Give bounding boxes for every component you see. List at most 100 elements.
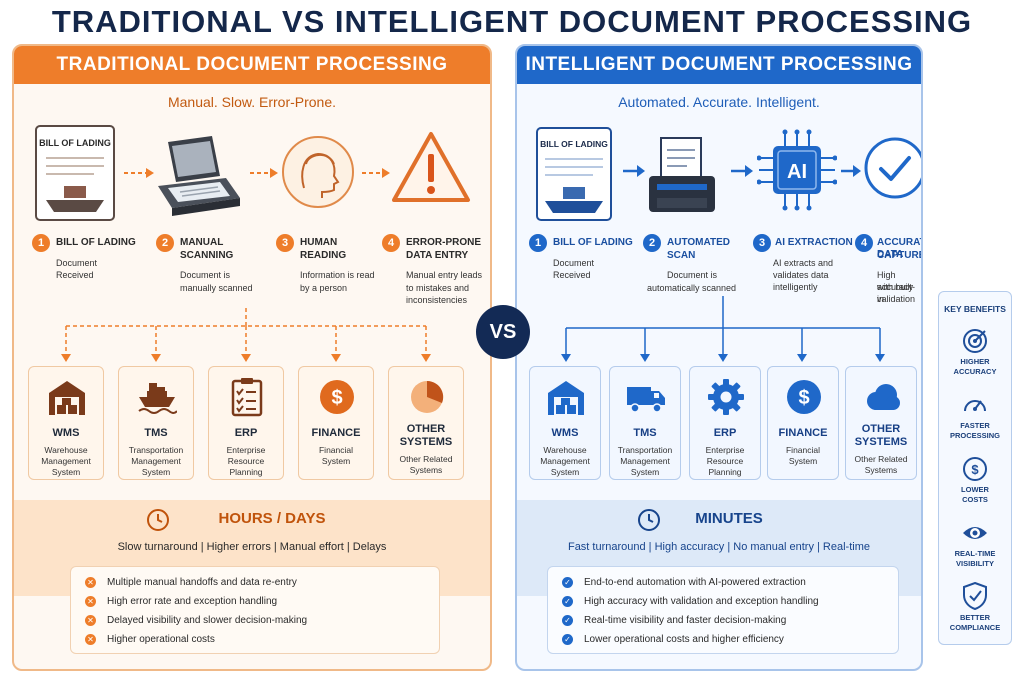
traditional-panel: TRADITIONAL DOCUMENT PROCESSING Manual. … <box>12 44 492 671</box>
step-4-desc-line3: validation <box>877 294 916 304</box>
system-wms: WMS Warehouse Management System <box>28 366 104 480</box>
system-desc-line1: Enterprise <box>705 445 745 455</box>
check-icon: ✓ <box>562 634 573 645</box>
system-desc-line3: System <box>51 467 81 477</box>
check-icon: ✓ <box>562 577 573 588</box>
step-2-number: 2 <box>643 234 661 252</box>
step-2-number: 2 <box>156 234 174 252</box>
step-4-desc-line3: inconsistencies <box>406 295 468 305</box>
list-item-text: Multiple manual handoffs and data re-ent… <box>107 577 297 588</box>
system-desc-line1: Enterprise <box>226 445 266 455</box>
list-item-text: Real-time visibility and faster decision… <box>584 615 787 626</box>
key-benefits-title: KEY BENEFITS <box>944 304 1006 314</box>
list-item-text: Lower operational costs and higher effic… <box>584 634 784 645</box>
dollar-icon: $ <box>787 380 821 414</box>
step-3-desc-line1: AI extracts and <box>773 258 834 268</box>
step-4-desc-line1: High accuracy <box>877 270 914 292</box>
system-name: ERP <box>713 427 737 439</box>
system-desc-line1: Warehouse <box>543 445 587 455</box>
list-item: ✓High accuracy with validation and excep… <box>562 592 888 611</box>
document-title-text: BILL OF LADING <box>39 138 111 148</box>
step-1-desc-line1: Document <box>553 258 595 268</box>
eye-icon <box>963 527 987 539</box>
step-1-title: BILL OF LADING <box>553 237 633 248</box>
list-item-text: End-to-end automation with AI-powered ex… <box>584 577 806 588</box>
intelligent-benefits-list: ✓ End-to-end automation with AI-powered e… <box>547 566 899 654</box>
step-4-number: 4 <box>855 234 873 252</box>
system-desc-line2: Resource <box>706 456 744 466</box>
system-desc-line2: System <box>321 456 351 466</box>
system-name: TMS <box>144 427 168 439</box>
system-name: WMS <box>52 427 80 439</box>
step-3-title: AI EXTRACTION <box>775 237 853 248</box>
system-desc-line1: Other Related <box>399 454 453 464</box>
system-desc-line3: Planning <box>708 467 742 477</box>
list-item: ✕Delayed visibility and slower decision-… <box>85 611 429 630</box>
speedometer-icon <box>964 400 986 412</box>
step-4-title-line1: ERROR-PRONE <box>406 237 482 248</box>
system-name: TMS <box>633 427 657 439</box>
intelligent-tagline: Automated. Accurate. Intelligent. <box>618 94 820 110</box>
system-desc-line1: Transportation <box>617 445 673 455</box>
step-4-title-line2: DATA ENTRY <box>406 250 469 261</box>
system-desc-line1: Warehouse <box>44 445 88 455</box>
system-name: ERP <box>234 427 258 439</box>
system-desc-line2: Management <box>620 456 670 466</box>
ai-chip-label: AI <box>787 161 807 183</box>
warehouse-icon <box>49 381 85 415</box>
check-icon: ✓ <box>562 615 573 626</box>
system-desc-line2: Systems <box>864 465 898 475</box>
step-3-title-line2: READING <box>300 250 347 261</box>
list-item-text: High error rate and exception handling <box>107 596 278 607</box>
step-2-desc-line2: automatically scanned <box>647 283 737 293</box>
system-name: FINANCE <box>778 427 828 439</box>
step-4-number: 4 <box>382 234 400 252</box>
system-name: WMS <box>551 427 579 439</box>
step-4-title-line1: ACCURATE DATA <box>877 237 921 260</box>
system-desc-line3: System <box>630 467 660 477</box>
scanner-icon <box>158 136 240 216</box>
benefit-label-line2: ACCURACY <box>953 367 997 376</box>
intelligent-header: INTELLIGENT DOCUMENT PROCESSING <box>517 46 921 84</box>
clock-icon <box>147 509 169 531</box>
system-name-line1: OTHER <box>406 423 446 435</box>
x-icon: ✕ <box>85 634 96 645</box>
clock-icon <box>638 509 660 531</box>
checkmark-circle-icon <box>864 137 921 199</box>
benefit-label-line2: COSTS <box>962 495 988 504</box>
system-erp: ERP Enterprise Resource Planning <box>689 366 761 480</box>
list-item: ✕ Higher operational costs <box>85 630 429 649</box>
system-name-line2: SYSTEMS <box>399 436 453 448</box>
x-icon: ✕ <box>85 615 96 626</box>
system-desc-line3: System <box>550 467 580 477</box>
step-4-desc-line2: to mistakes and <box>406 283 470 293</box>
step-3-desc-line3: intelligently <box>773 282 818 292</box>
step-3-number: 3 <box>753 234 771 252</box>
warning-icon <box>392 132 470 202</box>
system-desc-line1: Transportation <box>128 445 184 455</box>
step-2-title-line1: MANUAL <box>180 237 224 248</box>
benefit-label-line2: VISIBILITY <box>956 559 994 568</box>
step-1-desc-line2: Received <box>56 270 94 280</box>
dollar-icon: $ <box>963 457 987 481</box>
step-1-desc-line2: Received <box>553 270 591 280</box>
system-desc-line2: Management <box>41 456 91 466</box>
list-item: ✓ Lower operational costs and higher effi… <box>562 630 888 649</box>
vs-badge: VS <box>476 305 530 359</box>
system-desc-line3: System <box>141 467 171 477</box>
system-desc-line2: Systems <box>409 465 443 475</box>
list-item: ✓ Real-time visibility and faster decisio… <box>562 611 888 630</box>
svg-text:$: $ <box>798 387 809 409</box>
list-item-text: Higher operational costs <box>107 634 215 645</box>
list-item-text: High accuracy with validation and except… <box>584 596 819 607</box>
system-other: OTHER SYSTEMS Other Related Systems <box>388 366 464 480</box>
system-desc-line1: Financial <box>318 445 354 455</box>
document-title-text: BILL OF LADING <box>540 139 608 149</box>
time-label: HOURS / DAYS <box>218 510 326 527</box>
benefit-label-line1: BETTER <box>960 613 990 622</box>
step-2-desc-line2: manually scanned <box>180 283 253 293</box>
step-1-desc-line1: Document <box>56 258 98 268</box>
system-tms: TMS Transportation Management System <box>609 366 681 480</box>
step-2-desc-line1: Document is <box>667 270 718 280</box>
